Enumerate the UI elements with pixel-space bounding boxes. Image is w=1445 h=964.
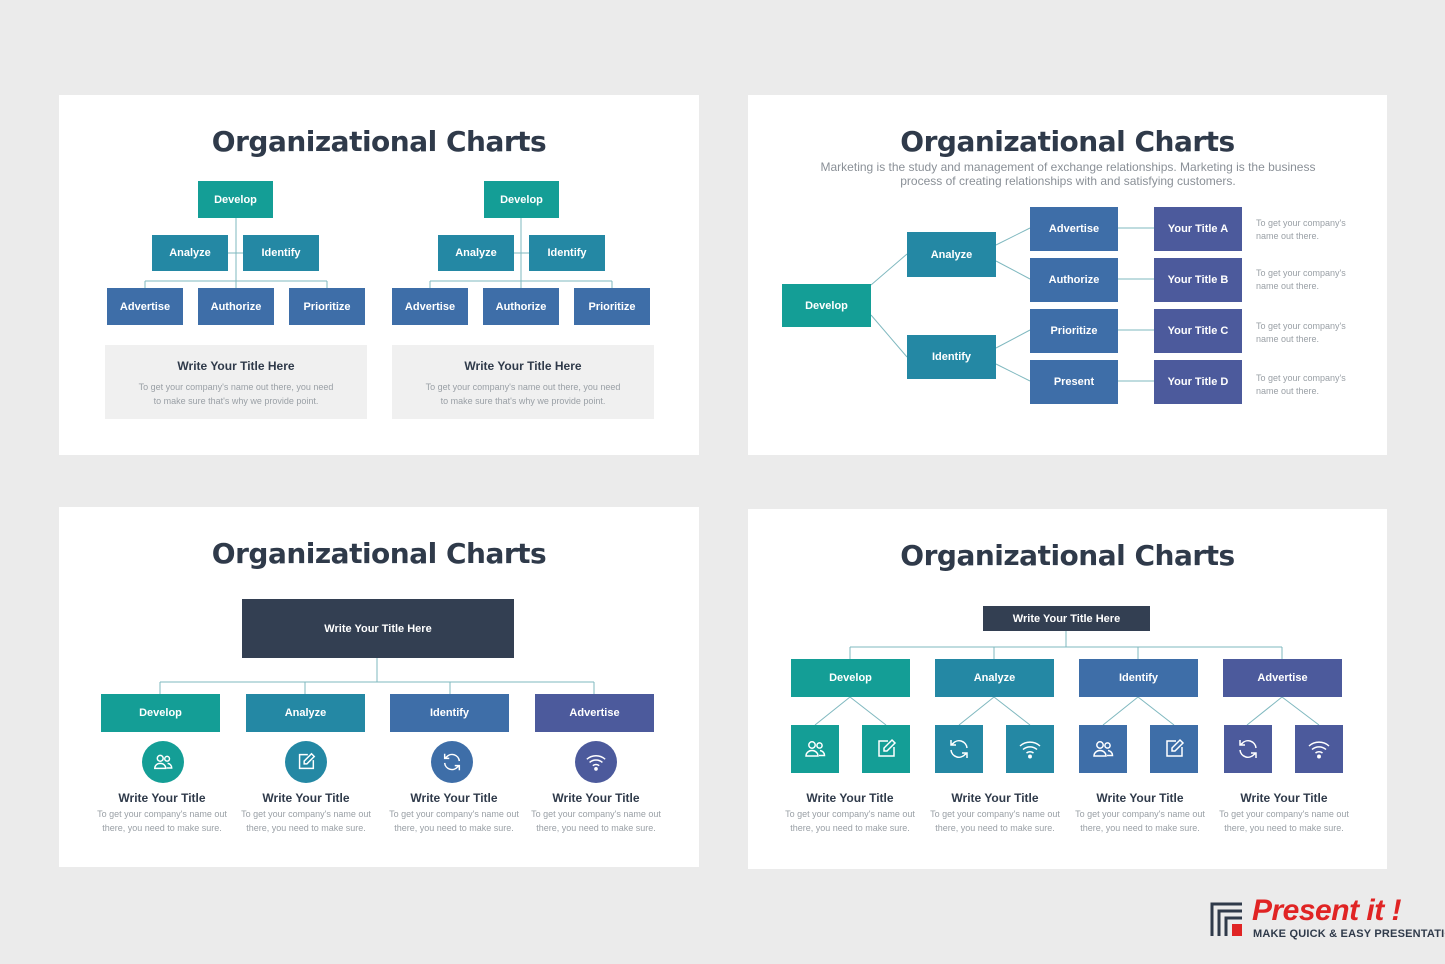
node-prioritize: Prioritize	[574, 288, 650, 325]
column-header-identify: Identify	[1079, 659, 1198, 697]
connector-lines	[870, 227, 1154, 382]
slide-title: Organizational Charts	[211, 125, 547, 158]
brand-mark-icon	[1210, 902, 1242, 936]
node-develop: Develop	[198, 181, 273, 218]
side-note: To get your company's name out there.	[1256, 268, 1346, 291]
edit-icon	[862, 725, 910, 773]
card-title: Write Your Title Here	[464, 359, 582, 373]
root-title-box: Write Your Title Here	[983, 606, 1150, 631]
card-description: To get your company's name out there, yo…	[425, 382, 621, 406]
slide-org-chart-2: Organizational Charts Marketing is the s…	[748, 95, 1387, 455]
column-title: Write Your Title	[951, 791, 1039, 805]
column-title: Write Your Title	[1096, 791, 1184, 805]
column-description: To get your company's name out there, yo…	[930, 809, 1060, 833]
node-authorize: Authorize	[1030, 258, 1118, 302]
slide-org-chart-3: Organizational Charts Write Your Title H…	[59, 507, 699, 867]
node-develop: Develop	[782, 284, 871, 327]
node-prioritize: Prioritize	[1030, 309, 1118, 353]
wifi-icon	[1006, 725, 1054, 773]
column-header-advertise: Advertise	[1223, 659, 1342, 697]
column-title: Write Your Title	[118, 791, 206, 805]
column-title: Write Your Title	[806, 791, 894, 805]
info-card: Write Your Title Here To get your compan…	[392, 345, 654, 419]
node-identify: Identify	[529, 235, 605, 271]
node-present: Present	[1030, 360, 1118, 404]
slide-title: Organizational Charts	[900, 539, 1235, 572]
node-analyze: Analyze	[907, 232, 996, 277]
users-icon	[791, 725, 839, 773]
column-header-analyze: Analyze	[246, 694, 365, 732]
node-authorize: Authorize	[483, 288, 559, 325]
slide-title: Organizational Charts	[900, 125, 1235, 158]
node-title-c: Your Title C	[1154, 309, 1242, 353]
column-description: To get your company's name out there, yo…	[241, 809, 371, 833]
wifi-icon	[1295, 725, 1343, 773]
node-advertise: Advertise	[392, 288, 468, 325]
column-title: Write Your Title	[262, 791, 350, 805]
node-analyze: Analyze	[438, 235, 514, 271]
edit-icon	[285, 741, 327, 783]
card-title: Write Your Title Here	[177, 359, 295, 373]
users-icon	[1079, 725, 1127, 773]
node-authorize: Authorize	[198, 288, 274, 325]
column-description: To get your company's name out there, yo…	[1219, 809, 1349, 833]
brand-name: Present it !	[1252, 894, 1402, 927]
column-header-analyze: Analyze	[935, 659, 1054, 697]
wifi-icon	[575, 741, 617, 783]
info-card: Write Your Title Here To get your compan…	[105, 345, 367, 419]
column-title: Write Your Title	[1240, 791, 1328, 805]
column-header-develop: Develop	[101, 694, 220, 732]
brand-logo: Present it ! MAKE QUICK & EASY PRESENTAT…	[1210, 894, 1445, 944]
node-title-b: Your Title B	[1154, 258, 1242, 302]
column-description: To get your company's name out there, yo…	[97, 809, 227, 833]
refresh-icon	[431, 741, 473, 783]
refresh-icon	[1224, 725, 1272, 773]
column-title: Write Your Title	[410, 791, 498, 805]
card-description: To get your company's name out there, yo…	[138, 382, 334, 406]
column-header-develop: Develop	[791, 659, 910, 697]
brand-tagline: MAKE QUICK & EASY PRESENTATIONS	[1253, 928, 1445, 940]
node-develop: Develop	[484, 181, 559, 218]
column-header-identify: Identify	[390, 694, 509, 732]
side-note: To get your company's name out there.	[1256, 321, 1346, 344]
node-analyze: Analyze	[152, 235, 228, 271]
slide-title: Organizational Charts	[211, 537, 547, 570]
side-note: To get your company's name out there.	[1256, 373, 1346, 396]
connector-lines	[814, 631, 1320, 726]
slide-org-chart-4: Organizational Charts Write Your Title H…	[748, 509, 1387, 869]
node-identify: Identify	[243, 235, 319, 271]
column-description: To get your company's name out there, yo…	[389, 809, 519, 833]
root-title-box: Write Your Title Here	[242, 599, 514, 658]
users-icon	[142, 741, 184, 783]
slide-org-chart-1: Organizational Charts Develop Analyze Id…	[59, 95, 699, 455]
side-note: To get your company's name out there.	[1256, 218, 1346, 241]
node-title-d: Your Title D	[1154, 360, 1242, 404]
node-advertise: Advertise	[107, 288, 183, 325]
refresh-icon	[935, 725, 983, 773]
edit-icon	[1150, 725, 1198, 773]
column-description: To get your company's name out there, yo…	[531, 809, 661, 833]
node-advertise: Advertise	[1030, 207, 1118, 251]
node-title-a: Your Title A	[1154, 207, 1242, 251]
connector-lines	[144, 218, 613, 288]
connector-lines	[159, 658, 595, 694]
column-title: Write Your Title	[552, 791, 640, 805]
column-description: To get your company's name out there, yo…	[1075, 809, 1205, 833]
node-prioritize: Prioritize	[289, 288, 365, 325]
slide-subtitle: Marketing is the study and management of…	[820, 160, 1316, 188]
node-identify: Identify	[907, 335, 996, 379]
column-description: To get your company's name out there, yo…	[785, 809, 915, 833]
column-header-advertise: Advertise	[535, 694, 654, 732]
